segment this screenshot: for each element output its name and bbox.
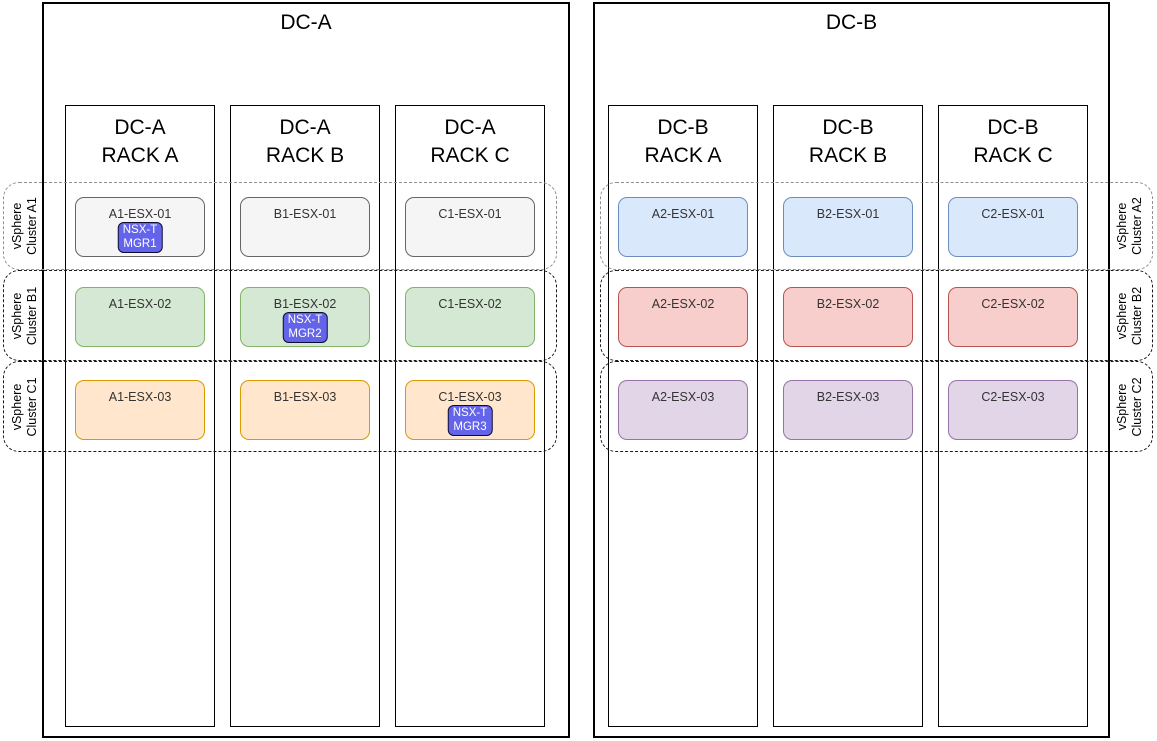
host-label: C1-ESX-01 xyxy=(438,207,502,221)
dc-a-rack-a-title: DC-A RACK A xyxy=(66,106,214,170)
dc-b-rack-b-title: DC-B RACK B xyxy=(774,106,922,170)
dc-a-rack-b-title: DC-A RACK B xyxy=(231,106,379,170)
cluster-b1-label: vSphere Cluster B1 xyxy=(6,271,44,360)
host-b1-esx-02: B1-ESX-02 NSX-T MGR2 xyxy=(240,287,370,347)
host-b1-esx-01: B1-ESX-01 xyxy=(240,197,370,257)
rack-title-line2: RACK B xyxy=(808,144,888,167)
host-label: B2-ESX-02 xyxy=(816,297,880,311)
nsx-t-mgr2-badge: NSX-T MGR2 xyxy=(282,312,328,343)
host-c1-esx-01: C1-ESX-01 xyxy=(405,197,535,257)
host-b1-esx-03: B1-ESX-03 xyxy=(240,380,370,440)
host-label: A1-ESX-01 xyxy=(108,207,172,221)
nsx-t-mgr1-badge: NSX-T MGR1 xyxy=(117,222,163,253)
rack-title-line2: RACK A xyxy=(101,144,179,167)
nsx-t-mgr3-badge: NSX-T MGR3 xyxy=(447,405,493,436)
rack-title-line1: DC-B xyxy=(987,116,1039,139)
host-a2-esx-02: A2-ESX-02 xyxy=(618,287,748,347)
cluster-c2-band: vSphere Cluster C2 xyxy=(600,361,1153,452)
host-label: A2-ESX-03 xyxy=(651,390,715,404)
rack-title-line1: DC-B xyxy=(657,116,709,139)
rack-title-line1: DC-A xyxy=(444,116,496,139)
host-label: C2-ESX-01 xyxy=(981,207,1045,221)
rack-title-line2: RACK B xyxy=(265,144,345,167)
host-label: C1-ESX-02 xyxy=(438,297,502,311)
host-c1-esx-03: C1-ESX-03 NSX-T MGR3 xyxy=(405,380,535,440)
badge-line2: MGR2 xyxy=(288,327,322,340)
host-c1-esx-02: C1-ESX-02 xyxy=(405,287,535,347)
badge-line1: NSX-T xyxy=(122,224,158,236)
host-label: B1-ESX-03 xyxy=(273,390,337,404)
rack-title-line1: DC-A xyxy=(279,116,331,139)
cluster-b2-band: vSphere Cluster B2 xyxy=(600,270,1153,361)
cluster-label-line2: Cluster A1 xyxy=(25,197,39,255)
rack-title-line1: DC-B xyxy=(822,116,874,139)
host-c2-esx-03: C2-ESX-03 xyxy=(948,380,1078,440)
host-a2-esx-01: A2-ESX-01 xyxy=(618,197,748,257)
cluster-label-line1: vSphere xyxy=(1115,292,1129,339)
cluster-a1-band: vSphere Cluster A1 xyxy=(3,182,557,270)
cluster-label-line1: vSphere xyxy=(1115,202,1129,250)
host-a1-esx-02: A1-ESX-02 xyxy=(75,287,205,347)
cluster-label-line2: Cluster B2 xyxy=(1130,286,1144,345)
host-b2-esx-01: B2-ESX-01 xyxy=(783,197,913,257)
cluster-label-line1: vSphere xyxy=(10,292,24,339)
cluster-label-line1: vSphere xyxy=(10,383,24,430)
host-a1-esx-03: A1-ESX-03 xyxy=(75,380,205,440)
host-c2-esx-01: C2-ESX-01 xyxy=(948,197,1078,257)
cluster-label-line1: vSphere xyxy=(10,202,24,250)
dc-b-title: DC-B xyxy=(825,11,878,34)
badge-line1: NSX-T xyxy=(452,407,488,419)
host-a1-esx-01: A1-ESX-01 NSX-T MGR1 xyxy=(75,197,205,257)
host-b2-esx-02: B2-ESX-02 xyxy=(783,287,913,347)
dc-a-rack-c-title: DC-A RACK C xyxy=(396,106,544,170)
host-label: B2-ESX-01 xyxy=(816,207,880,221)
rack-title-line2: RACK C xyxy=(973,144,1053,167)
rack-title-line2: RACK A xyxy=(644,144,722,167)
cluster-a1-label: vSphere Cluster A1 xyxy=(6,183,44,269)
host-a2-esx-03: A2-ESX-03 xyxy=(618,380,748,440)
host-c2-esx-02: C2-ESX-02 xyxy=(948,287,1078,347)
host-label: B1-ESX-01 xyxy=(273,207,337,221)
host-label: A2-ESX-02 xyxy=(651,297,715,311)
cluster-label-line2: Cluster B1 xyxy=(25,286,39,345)
cluster-a2-band: vSphere Cluster A2 xyxy=(600,182,1153,270)
rack-title-line1: DC-A xyxy=(114,116,166,139)
badge-line2: MGR1 xyxy=(123,237,157,250)
dc-b-rack-c-title: DC-B RACK C xyxy=(939,106,1087,170)
cluster-b2-label: vSphere Cluster B2 xyxy=(1111,271,1149,360)
host-label: C2-ESX-03 xyxy=(981,390,1045,404)
dc-a-title: DC-A xyxy=(280,11,332,34)
cluster-c2-label: vSphere Cluster C2 xyxy=(1111,362,1149,451)
host-label: C2-ESX-02 xyxy=(981,297,1045,311)
cluster-label-line2: Cluster C1 xyxy=(25,376,39,437)
cluster-label-line1: vSphere xyxy=(1115,383,1129,430)
dc-b-rack-a-title: DC-B RACK A xyxy=(609,106,757,170)
host-label: A2-ESX-01 xyxy=(651,207,715,221)
cluster-label-line2: Cluster A2 xyxy=(1130,197,1144,255)
cluster-c1-label: vSphere Cluster C1 xyxy=(6,362,44,451)
rack-title-line2: RACK C xyxy=(430,144,510,167)
host-b2-esx-03: B2-ESX-03 xyxy=(783,380,913,440)
host-label: A1-ESX-02 xyxy=(108,297,172,311)
badge-line2: MGR3 xyxy=(453,420,487,433)
host-label: A1-ESX-03 xyxy=(108,390,172,404)
cluster-a2-label: vSphere Cluster A2 xyxy=(1111,183,1149,269)
host-label: B1-ESX-02 xyxy=(273,297,337,311)
host-label: C1-ESX-03 xyxy=(438,390,502,404)
cluster-b1-band: vSphere Cluster B1 xyxy=(3,270,557,361)
cluster-label-line2: Cluster C2 xyxy=(1130,376,1144,437)
badge-line1: NSX-T xyxy=(287,314,323,326)
cluster-c1-band: vSphere Cluster C1 xyxy=(3,361,557,452)
host-label: B2-ESX-03 xyxy=(816,390,880,404)
